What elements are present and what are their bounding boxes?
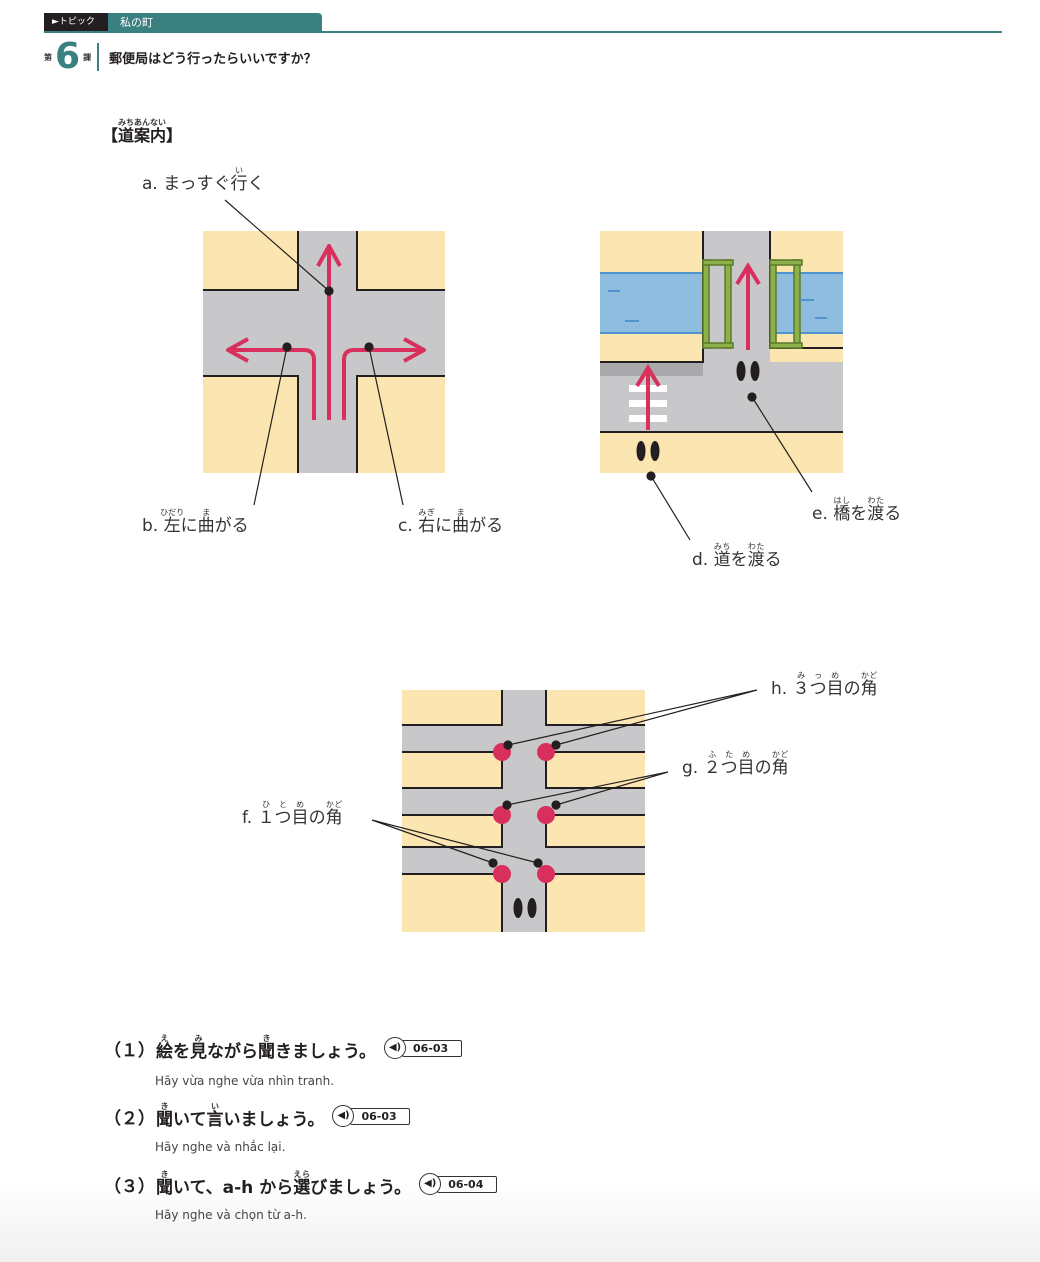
- label-c-turn-right: c. 右みぎに曲まがる: [398, 508, 504, 536]
- question-2-translation: Hãy nghe và nhắc lại.: [155, 1140, 286, 1154]
- audio-track-button[interactable]: ◀)06-03: [383, 1037, 462, 1059]
- question-1: （１） 絵えを見みながら聞ききましょう。 ◀)06-03: [104, 1034, 462, 1062]
- question-text: 絵えを見みながら聞ききましょう。: [156, 1034, 376, 1062]
- label-a-go-straight: a. まっすぐ行いく: [142, 166, 265, 194]
- section-title: 【道案内みちあんない】: [102, 118, 183, 145]
- map-bridge: [600, 231, 843, 473]
- divider: [97, 43, 100, 71]
- topic-tab: ►トピック 私の町: [44, 13, 322, 32]
- audio-track-code: 06-03: [401, 1039, 462, 1057]
- question-number: （３）: [104, 1176, 155, 1197]
- speaker-icon: ◀): [332, 1105, 355, 1127]
- lesson-heading: 第 6 課 郵便局はどう行ったらいいですか？: [44, 36, 317, 77]
- map-intersection: [203, 231, 445, 473]
- topic-title: 私の町: [108, 13, 322, 32]
- label-e-cross-bridge: e. 橋はしを渡わたる: [812, 496, 902, 524]
- question-number: （２）: [104, 1108, 155, 1129]
- audio-track-button[interactable]: ◀)06-04: [419, 1173, 498, 1195]
- lesson-suffix: 課: [83, 52, 92, 62]
- label-f-first-corner: f. １つひと目めの角かど: [242, 800, 343, 828]
- question-text: 聞きいて、a-h から選えらびましょう。: [156, 1170, 412, 1198]
- topic-label: ►トピック: [44, 13, 108, 32]
- audio-track-button[interactable]: ◀)06-03: [332, 1105, 411, 1127]
- label-g-second-corner: g. ２つふた目めの角かど: [682, 750, 789, 778]
- lesson-number: 6: [55, 36, 81, 77]
- speaker-icon: ◀): [383, 1037, 406, 1059]
- question-3-translation: Hãy nghe và chọn từ a-h.: [155, 1208, 307, 1222]
- question-2: （２） 聞きいて言いいましょう。 ◀)06-03: [104, 1102, 411, 1130]
- audio-track-code: 06-03: [350, 1107, 411, 1125]
- lesson-prefix: 第: [44, 52, 52, 62]
- label-h-third-corner: h. ３つみっ目めの角かど: [771, 671, 878, 699]
- map-corners: [402, 690, 645, 932]
- question-text: 聞きいて言いいましょう。: [156, 1102, 325, 1130]
- leader-lines: [224, 199, 813, 868]
- question-number: （１）: [104, 1040, 155, 1061]
- footprints-icon: [636, 361, 760, 461]
- speaker-icon: ◀): [419, 1173, 442, 1195]
- question-1-translation: Hãy vừa nghe vừa nhìn tranh.: [155, 1074, 335, 1088]
- lesson-title: 郵便局はどう行ったらいいですか？: [109, 51, 317, 67]
- question-3: （３） 聞きいて、a-h から選えらびましょう。 ◀)06-04: [104, 1170, 498, 1198]
- label-b-turn-left: b. 左ひだりに曲まがる: [142, 508, 249, 536]
- header-rule: [44, 31, 1002, 33]
- label-d-cross-road: d. 道みちを渡わたる: [692, 542, 782, 570]
- audio-track-code: 06-04: [437, 1175, 498, 1193]
